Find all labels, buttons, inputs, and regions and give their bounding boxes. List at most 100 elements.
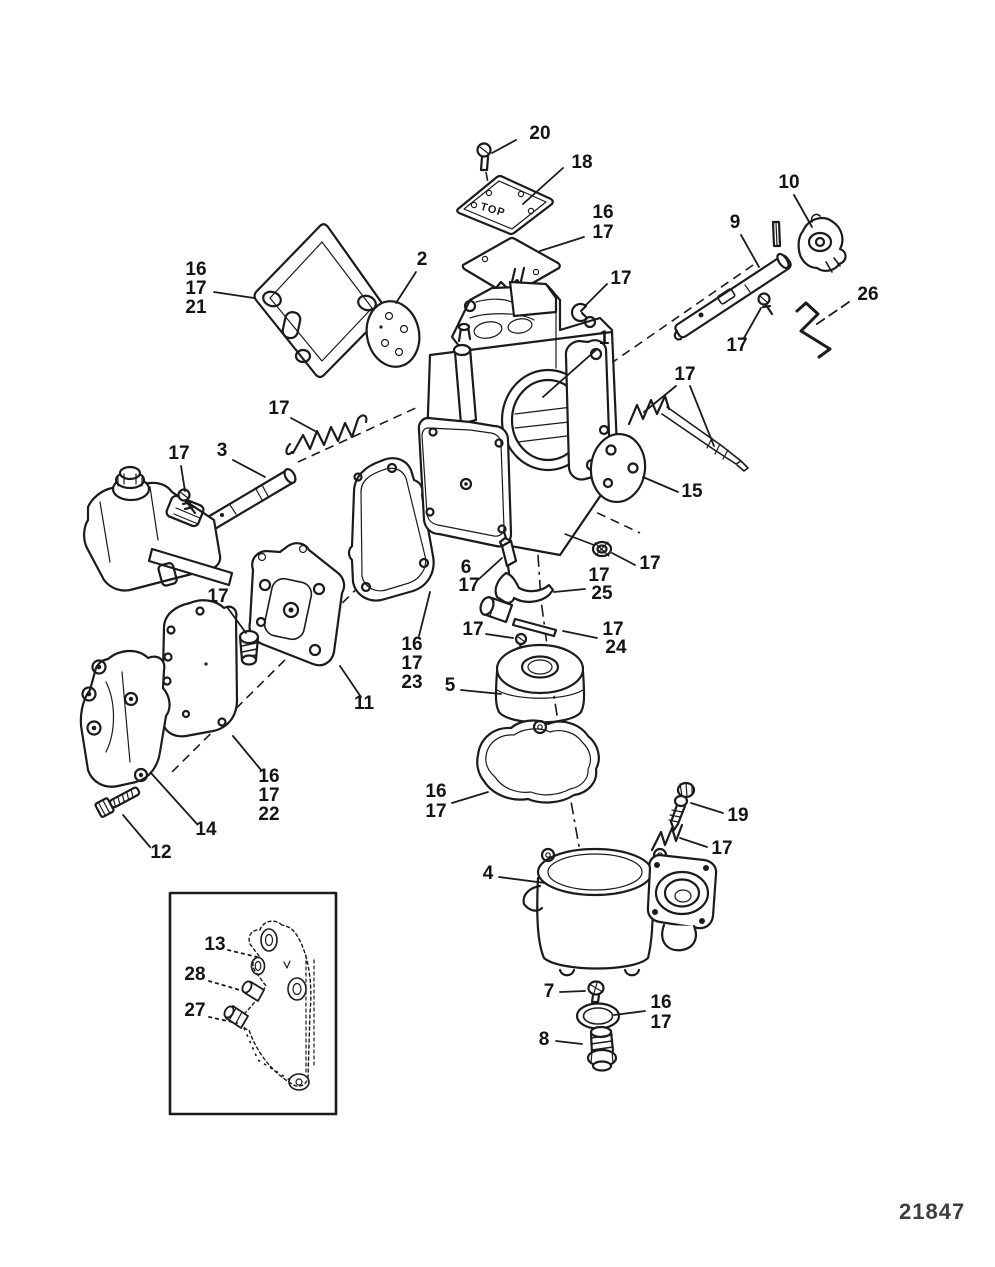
callout-label-15: 15 [681, 481, 703, 502]
callout-label-18: 18 [571, 152, 592, 173]
callout-label-3: 3 [217, 440, 228, 461]
callout-label-22: 22 [258, 804, 279, 825]
callout-leader-line [690, 802, 724, 814]
callout-label-17: 17 [168, 443, 189, 464]
callout-label-21: 21 [185, 297, 207, 318]
callout-leader-line [226, 606, 247, 634]
callout-leader-line [290, 417, 316, 432]
callout-label-27: 27 [184, 1000, 205, 1021]
callout-label-19: 19 [727, 805, 748, 826]
callout-label-14: 14 [195, 819, 217, 840]
callout-leader-line [232, 735, 262, 771]
callout-leader-line [643, 385, 677, 413]
callout-leader-line [485, 633, 514, 639]
callout-label-17: 17 [401, 653, 422, 674]
throttle-cam-10 [797, 213, 847, 273]
callout-label-12: 12 [150, 842, 171, 863]
assembly-axis-line [569, 499, 641, 534]
callout-label-16: 16 [650, 992, 671, 1013]
main-nozzle-6 [498, 530, 518, 575]
cam-follower-link-26 [795, 301, 832, 359]
callout-leader-line [793, 194, 813, 228]
callout-leader-line [689, 385, 715, 447]
callout-label-17: 17 [610, 268, 631, 289]
callout-label-1: 1 [599, 328, 610, 349]
callout-label-2: 2 [417, 249, 428, 270]
carburetor-body-1 [417, 266, 620, 557]
pump-cover-14 [79, 649, 171, 788]
pump-plunger-17 [238, 629, 260, 666]
callout-leader-line [418, 591, 431, 637]
shaft-pin [771, 220, 782, 248]
callout-leader-line [522, 167, 564, 205]
float-arm-25 [479, 571, 555, 624]
callout-label-17: 17 [458, 575, 479, 596]
callout-leader-line [813, 301, 850, 327]
callout-label-17: 17 [639, 553, 660, 574]
callout-label-4: 4 [483, 863, 494, 884]
fitting-28 [241, 980, 265, 1002]
idle-screw-spring-17 [650, 823, 684, 852]
drain-plug-8 [586, 1025, 618, 1072]
callout-label-16: 16 [185, 259, 206, 280]
callout-leader-line [559, 990, 586, 993]
inset-detail-box [168, 891, 338, 1116]
callout-label-16: 16 [592, 202, 613, 223]
callout-label-5: 5 [445, 675, 456, 696]
callout-leader-line [232, 459, 266, 478]
callout-leader-line [642, 476, 679, 493]
callout-leader-line [208, 1016, 238, 1024]
cover-gasket-16-17 [461, 236, 561, 291]
callout-leader-line [498, 876, 546, 884]
idle-mixture-screw-19 [668, 781, 696, 832]
throttle-return-spring-17 [285, 414, 368, 456]
callout-leader-line [122, 814, 151, 848]
callout-leader-line [613, 1010, 646, 1016]
callout-leader-line [539, 236, 585, 252]
callout-label-17: 17 [588, 565, 609, 586]
callout-leader-line [584, 283, 608, 307]
pump-cover-screw-12 [94, 786, 141, 818]
callout-label-24: 24 [605, 637, 627, 658]
float-5 [494, 643, 586, 724]
callout-leader-line [451, 791, 489, 804]
callout-leader-line [740, 234, 760, 268]
diaphragm-2 [365, 300, 421, 368]
callout-label-16: 16 [258, 766, 279, 787]
idle-stop-bracket-assembly [83, 465, 234, 592]
callout-label-17: 17 [207, 586, 228, 607]
assembly-axis-line [243, 1027, 294, 1083]
float-bowl-4 [522, 847, 718, 977]
callout-label-23: 23 [401, 672, 422, 693]
callout-label-17: 17 [462, 619, 483, 640]
callout-label-11: 11 [354, 693, 375, 714]
fitting-27 [223, 1005, 249, 1029]
callout-leader-line [743, 307, 762, 339]
callout-label-17: 17 [711, 838, 732, 859]
callout-leader-line [555, 1040, 583, 1045]
inlet-needle-seat-17 [564, 533, 613, 558]
callout-leader-line [208, 980, 244, 992]
callout-label-17: 17 [592, 222, 613, 243]
callout-leader-line [611, 552, 636, 566]
leader-lines [122, 139, 850, 1045]
callout-label-25: 25 [591, 583, 613, 604]
pump-gasket-23 [347, 457, 435, 602]
bracket-13 [241, 920, 315, 1091]
callout-label-20: 20 [529, 123, 550, 144]
check-valve-cover-15 [589, 432, 647, 504]
fuel-pump-body-11 [248, 542, 346, 667]
callout-leader-line [679, 837, 708, 848]
callout-leader-line [227, 949, 258, 958]
callout-label-17: 17 [258, 785, 279, 806]
bowl-gasket-16-17 [476, 719, 600, 804]
callout-leader-line [150, 772, 198, 825]
callout-label-17: 17 [602, 619, 623, 640]
callout-leader-line [478, 557, 503, 580]
callout-label-17: 17 [650, 1012, 671, 1033]
callout-label-9: 9 [730, 212, 741, 233]
callout-label-17: 17 [674, 364, 695, 385]
callout-label-8: 8 [539, 1029, 550, 1050]
callout-label-17: 17 [726, 335, 747, 356]
